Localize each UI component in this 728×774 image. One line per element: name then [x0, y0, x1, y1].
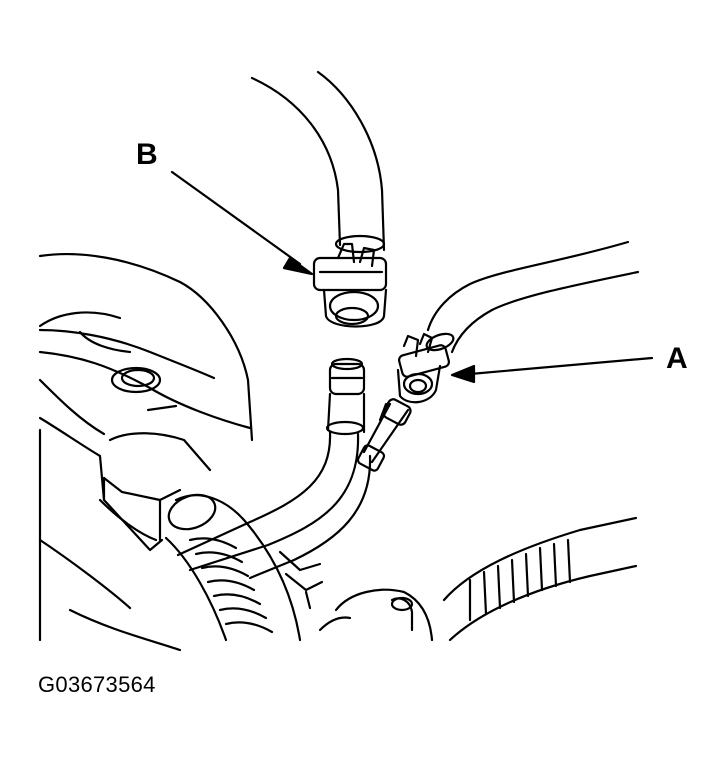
callout-label-b: B	[136, 138, 158, 171]
callout-label-a: A	[666, 342, 688, 375]
hose-a	[424, 242, 638, 353]
bracket	[104, 433, 322, 608]
figure-code: G03673564	[38, 672, 156, 697]
engine-cover	[40, 254, 252, 650]
leader-b	[172, 172, 312, 274]
clamp-b	[314, 244, 386, 327]
leader-a	[452, 358, 652, 382]
corrugated-hose-right	[444, 518, 636, 640]
metal-pipes	[178, 398, 412, 578]
upper-hose-b	[252, 72, 384, 252]
pipe-nipple-b	[327, 359, 364, 434]
corrugated-hose-left	[164, 489, 300, 640]
clamp-a	[398, 334, 450, 402]
lower-housing	[320, 590, 432, 640]
